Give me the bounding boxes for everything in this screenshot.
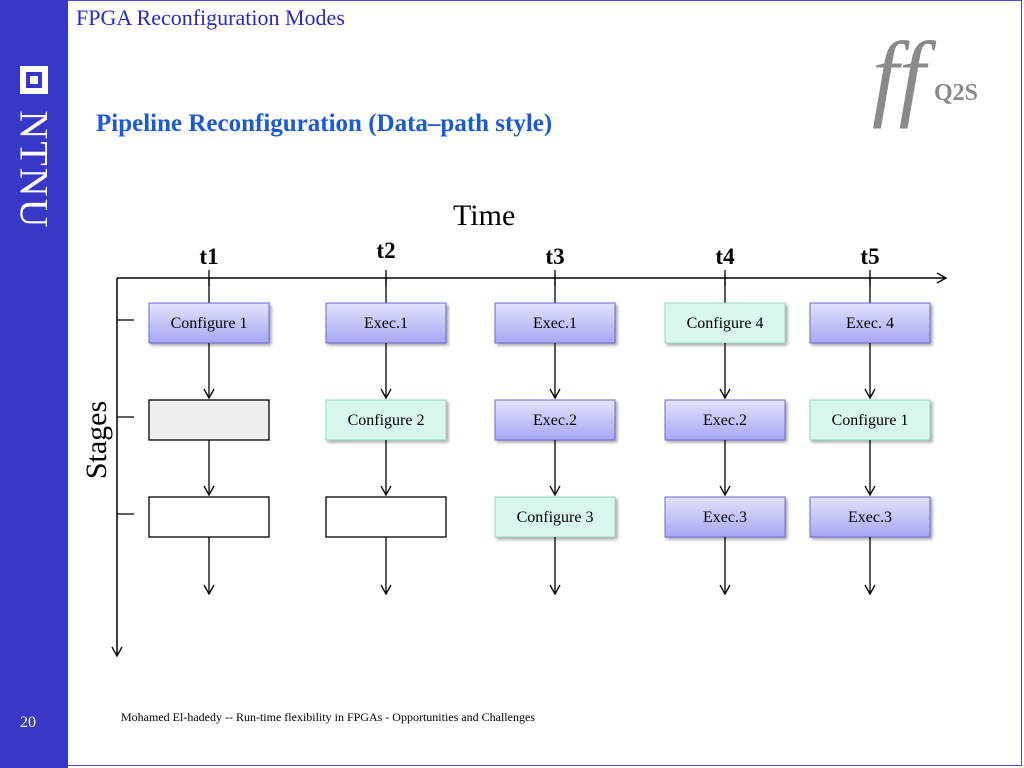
stage-box-label: Exec.1 [364,315,408,332]
stage-box-t1-s3 [148,496,270,538]
stage-box-t1-s2 [148,399,270,441]
stage-box-t3-s1 [494,302,616,344]
stage-box-label: Exec.2 [533,412,577,429]
stage-box-label: Configure 2 [348,412,425,429]
stage-box-t4-s3 [664,496,786,538]
stage-box-label: Exec.3 [703,509,747,526]
q2s-mark: ff [872,22,926,129]
stage-box-t3-s3 [494,496,616,538]
time-step-label-2: t2 [376,238,395,263]
stage-box-t5-s3 [809,496,931,538]
stage-box-t4-s2 [664,399,786,441]
stage-box-label: Configure 1 [832,412,909,429]
time-axis-label: Time [453,199,516,232]
ntnu-logo-icon [20,66,48,94]
footer-text: Mohamed El-hadedy -- Run-time flexibilit… [121,710,535,724]
time-step-label-1: t1 [199,244,218,269]
stage-box-t2-s1 [325,302,447,344]
stage-box-t5-s1 [809,302,931,344]
stage-box-label: Exec.1 [533,315,577,332]
slide-subtitle: Pipeline Reconfiguration (Data–path styl… [96,110,553,137]
sidebar: NTNU 20 [0,0,68,768]
axes [111,272,948,658]
time-step-label-3: t3 [545,244,564,269]
stage-box-t4-s1 [664,302,786,344]
stage-box-t5-s2 [809,399,931,441]
header-title: FPGA Reconfiguration Modes [76,5,345,30]
stage-box-t2-s2 [325,399,447,441]
slide-number: 20 [20,714,36,731]
q2s-logo: ff Q2S [862,28,1002,138]
stage-box-t2-s3 [325,496,447,538]
stage-box-t3-s2 [494,399,616,441]
q2s-logo-text: Q2S [934,80,979,106]
page-border [68,0,1022,766]
stage-box-label: Exec.2 [703,412,747,429]
stage-box-label: Exec. 4 [846,315,894,332]
stage-box-t1-s1 [148,302,270,344]
stage-box-label: Configure 3 [517,509,594,526]
stage-box-label: Exec.3 [848,509,892,526]
stage-box-label: Configure 1 [171,315,248,332]
time-step-label-4: t4 [715,244,735,269]
time-step-label-5: t5 [860,244,879,269]
stage-box-label: Configure 4 [687,315,764,332]
